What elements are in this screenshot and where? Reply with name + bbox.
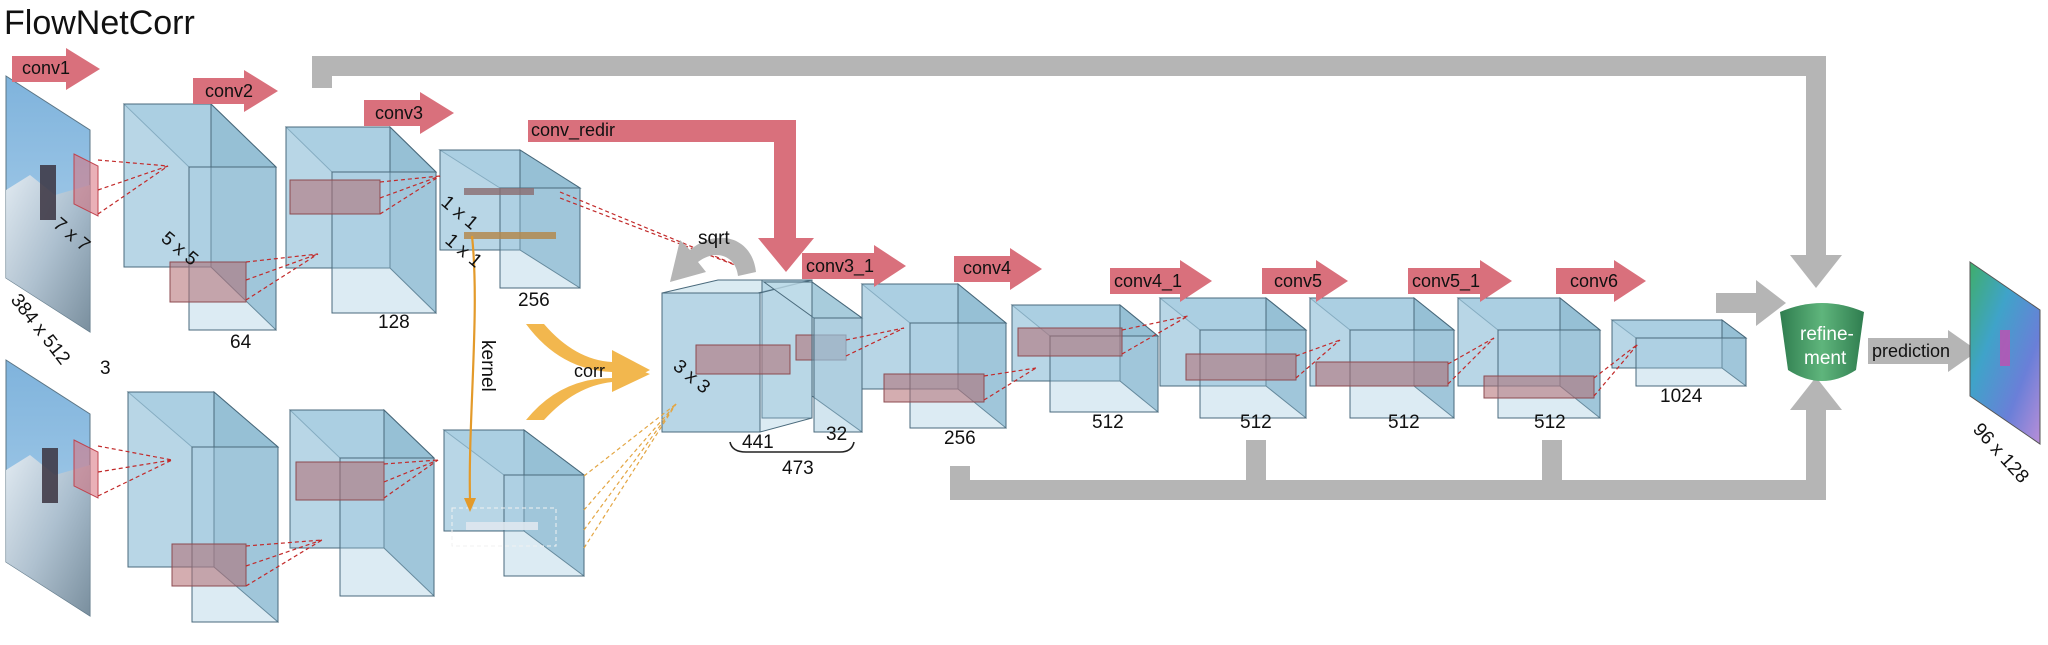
conv3-1-channels-label: 256	[944, 428, 976, 449]
box-conv3-1	[860, 282, 1008, 430]
skip-connection-bottom	[950, 377, 1842, 500]
box-conv3-bottom	[442, 429, 586, 577]
refinement-block: refine- ment	[1780, 303, 1864, 381]
box-conv1-bottom	[126, 390, 280, 624]
box-conv2-bottom	[288, 408, 436, 598]
op-arrow-conv3-1: conv3_1	[802, 245, 906, 287]
concat-channels-label: 473	[782, 458, 814, 479]
conv4-1-channels-label: 512	[1240, 412, 1272, 433]
skip-connection-conv6	[1716, 280, 1786, 326]
input-image-2	[5, 359, 99, 617]
conv5-1-channels-label: 512	[1534, 412, 1566, 433]
concat-brace	[729, 441, 855, 453]
refinement-label-line2: ment	[1804, 348, 1847, 369]
op-arrow-conv5-1: conv5_1	[1408, 260, 1512, 302]
kernel-label: kernel	[477, 340, 498, 392]
conv1-channels-label: 64	[230, 332, 252, 353]
conv3-1-label: conv3_1	[806, 256, 874, 277]
input-channels-label: 3	[100, 358, 111, 379]
op-arrow-conv4: conv4	[954, 248, 1042, 290]
skip-connection-top	[312, 56, 1842, 288]
op-arrow-conv3: conv3	[364, 92, 454, 134]
sqrt-label: sqrt	[698, 228, 730, 249]
refinement-label-line1: refine-	[1800, 324, 1854, 345]
conv2-label: conv2	[205, 81, 253, 101]
conv5-label: conv5	[1274, 271, 1322, 291]
op-arrow-conv4-1: conv4_1	[1110, 260, 1212, 302]
op-arrow-conv2: conv2	[193, 70, 278, 112]
box-conv2-top	[284, 125, 438, 315]
conv6-channels-label: 1024	[1660, 386, 1703, 407]
corr-channels-label: 441	[742, 432, 774, 453]
op-arrow-conv1: conv1	[12, 48, 100, 90]
sqrt-arrow: sqrt	[670, 228, 756, 282]
corr-arrow: corr	[526, 324, 650, 420]
conv4-channels-label: 512	[1092, 412, 1124, 433]
conv4-1-label: conv4_1	[1114, 271, 1182, 292]
prediction-arrow: prediction	[1868, 330, 1978, 372]
kernel-projection-lines	[97, 159, 1639, 587]
op-arrow-conv5: conv5	[1262, 260, 1348, 302]
conv6-label: conv6	[1570, 271, 1618, 291]
diagram-title: FlowNetCorr	[4, 4, 195, 42]
conv5-1-label: conv5_1	[1412, 271, 1480, 292]
conv3-label: conv3	[375, 103, 423, 123]
redir-channels-label: 32	[826, 424, 847, 445]
box-conv1-top	[122, 102, 278, 332]
box-conv5-1	[1456, 296, 1602, 420]
box-conv3-top	[438, 149, 582, 289]
conv2-channels-label: 128	[378, 312, 410, 333]
box-conv4-1	[1158, 296, 1308, 420]
input-image-1	[5, 75, 99, 333]
op-arrow-conv6: conv6	[1556, 260, 1646, 302]
conv-redir-arrow: conv_redir	[528, 120, 814, 272]
conv5-channels-label: 512	[1388, 412, 1420, 433]
conv1-label: conv1	[22, 58, 70, 78]
corr-label: corr	[574, 361, 605, 381]
box-correlation	[661, 279, 847, 433]
kernel-arrow: kernel	[464, 235, 498, 512]
box-conv5	[1308, 296, 1456, 420]
prediction-label: prediction	[1872, 341, 1950, 361]
box-conv4	[1010, 303, 1160, 414]
conv3-channels-label: 256	[518, 290, 550, 311]
conv-redir-label: conv_redir	[531, 120, 615, 141]
box-conv6	[1610, 319, 1748, 387]
output-flow-image	[1969, 261, 2041, 445]
box-redir	[762, 281, 864, 433]
conv4-label: conv4	[963, 258, 1011, 278]
